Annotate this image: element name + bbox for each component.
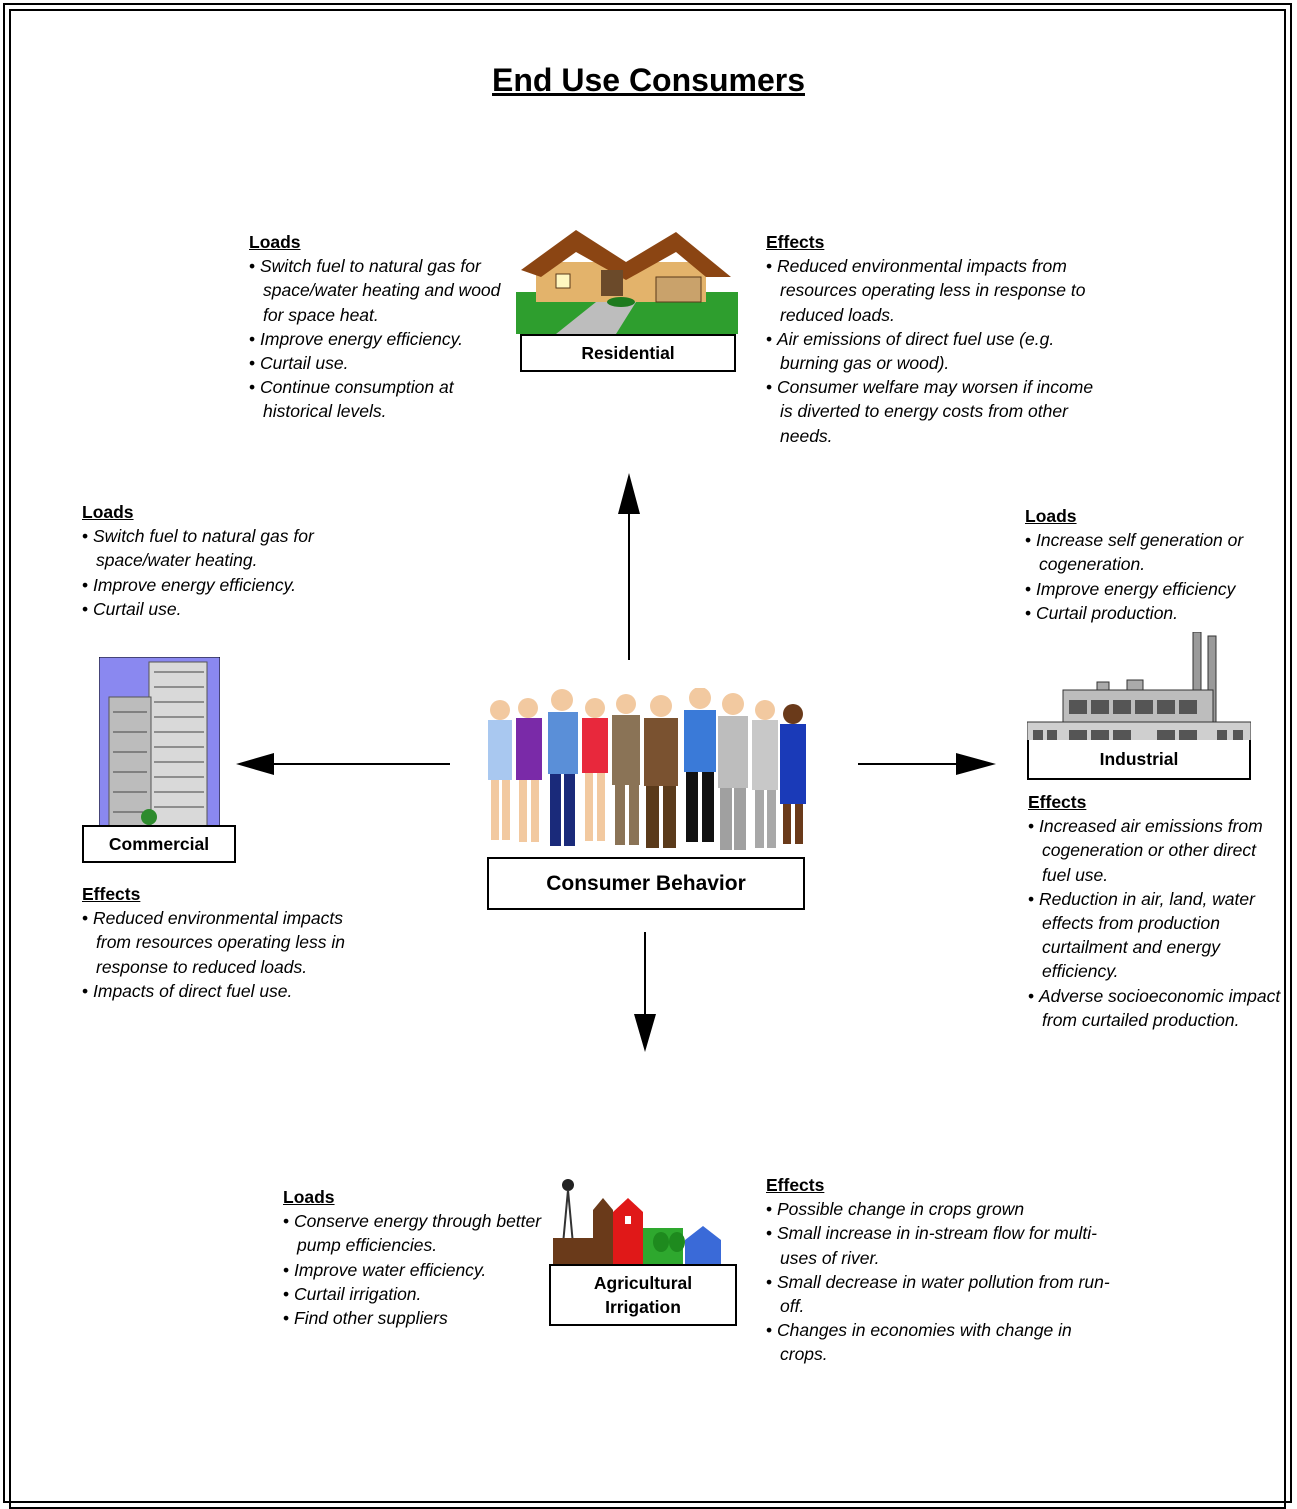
agricultural-effect-item: Small increase in in-stream flow for mul… xyxy=(766,1221,1111,1269)
residential-load-item: Switch fuel to natural gas for space/wat… xyxy=(249,254,514,327)
commercial-load-item: Improve energy efficiency. xyxy=(82,573,352,597)
industrial-effect-item: Reduction in air, land, water effects fr… xyxy=(1028,887,1283,984)
industrial-effect-item: Adverse socioeconomic impact from curtai… xyxy=(1028,984,1283,1032)
commercial-load-item: Switch fuel to natural gas for space/wat… xyxy=(82,524,352,572)
commercial-loads-heading: Loads xyxy=(82,502,134,522)
agricultural-effect-item: Changes in economies with change in crop… xyxy=(766,1318,1111,1366)
residential-label: Residential xyxy=(520,334,736,372)
residential-effect-item: Reduced environmental impacts from resou… xyxy=(766,254,1096,327)
commercial-effect-item: Reduced environmental impacts from resou… xyxy=(82,906,372,979)
office-tower-icon xyxy=(99,657,220,827)
agricultural-load-item: Conserve energy through better pump effi… xyxy=(283,1209,543,1257)
industrial-loads-heading: Loads xyxy=(1025,506,1077,526)
arrow-down xyxy=(634,932,656,1052)
residential-loads: Loads Switch fuel to natural gas for spa… xyxy=(249,230,514,424)
arrow-left xyxy=(236,753,450,775)
industrial-load-item: Curtail production. xyxy=(1025,601,1285,625)
residential-effects: Effects Reduced environmental impacts fr… xyxy=(766,230,1096,448)
industrial-load-item: Improve energy efficiency xyxy=(1025,577,1285,601)
consumer-behavior-label: Consumer Behavior xyxy=(487,857,805,910)
arrow-right xyxy=(858,753,996,775)
industrial-effects: Effects Increased air emissions from cog… xyxy=(1028,790,1283,1032)
agricultural-label-line1: Agricultural xyxy=(593,1273,693,1293)
agricultural-load-item: Curtail irrigation. xyxy=(283,1282,543,1306)
agricultural-load-item: Find other suppliers xyxy=(283,1306,543,1330)
farm-icon xyxy=(553,1179,725,1266)
residential-effects-heading: Effects xyxy=(766,232,825,252)
factory-icon xyxy=(1027,632,1251,744)
commercial-effects-heading: Effects xyxy=(82,884,141,904)
agricultural-label-line2: Irrigation xyxy=(605,1297,681,1317)
agricultural-effect-item: Possible change in crops grown xyxy=(766,1197,1111,1221)
commercial-loads: Loads Switch fuel to natural gas for spa… xyxy=(82,500,352,621)
agricultural-load-item: Improve water efficiency. xyxy=(283,1258,543,1282)
residential-load-item: Improve energy efficiency. xyxy=(249,327,514,351)
agricultural-label: Agricultural Irrigation xyxy=(549,1264,737,1326)
industrial-label: Industrial xyxy=(1027,740,1251,780)
agricultural-loads-heading: Loads xyxy=(283,1187,335,1207)
agricultural-effects-heading: Effects xyxy=(766,1175,825,1195)
residential-load-item: Continue consumption at historical level… xyxy=(249,375,514,423)
agricultural-loads: Loads Conserve energy through better pum… xyxy=(283,1185,543,1330)
residential-effect-item: Consumer welfare may worsen if income is… xyxy=(766,375,1096,448)
agricultural-effect-item: Small decrease in water pollution from r… xyxy=(766,1270,1111,1318)
page-title: End Use Consumers xyxy=(492,62,805,98)
industrial-load-item: Increase self generation or cogeneration… xyxy=(1025,528,1285,576)
house-icon xyxy=(516,230,738,334)
commercial-effect-item: Impacts of direct fuel use. xyxy=(82,979,372,1003)
commercial-effects: Effects Reduced environmental impacts fr… xyxy=(82,882,372,1003)
industrial-effect-item: Increased air emissions from cogeneratio… xyxy=(1028,814,1283,887)
commercial-load-item: Curtail use. xyxy=(82,597,352,621)
agricultural-effects: Effects Possible change in crops grown S… xyxy=(766,1173,1111,1367)
commercial-label: Commercial xyxy=(82,825,236,863)
residential-load-item: Curtail use. xyxy=(249,351,514,375)
residential-effect-item: Air emissions of direct fuel use (e.g. b… xyxy=(766,327,1096,375)
arrow-up xyxy=(618,473,640,660)
industrial-loads: Loads Increase self generation or cogene… xyxy=(1025,504,1285,625)
residential-loads-heading: Loads xyxy=(249,232,301,252)
people-group-icon xyxy=(488,688,806,850)
industrial-effects-heading: Effects xyxy=(1028,792,1087,812)
